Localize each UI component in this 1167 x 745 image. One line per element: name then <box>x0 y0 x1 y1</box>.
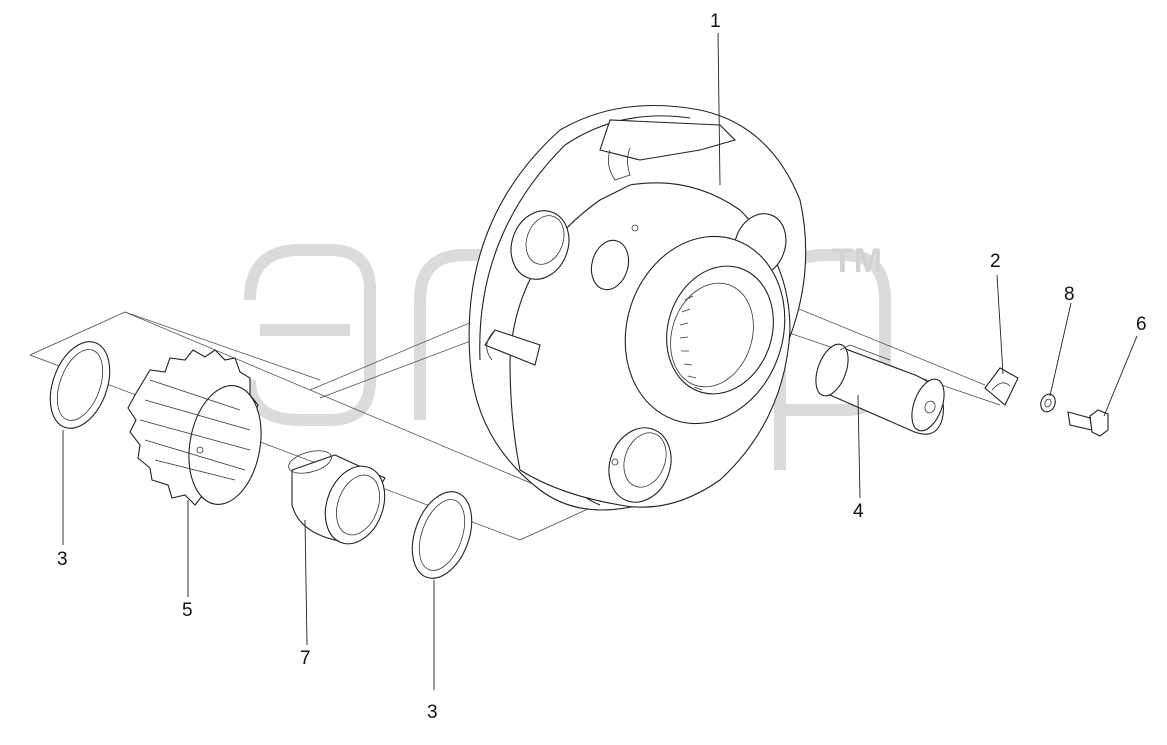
callout-2: 2 <box>990 251 1001 272</box>
planet-carrier <box>468 104 807 511</box>
leader-lines <box>62 32 1138 690</box>
bolt <box>1067 409 1109 437</box>
callout-4: 4 <box>853 501 864 522</box>
watermark-trademark: TM <box>832 242 884 280</box>
callout-3-left: 3 <box>57 549 68 570</box>
lock-plate <box>984 367 1019 406</box>
planet-pin <box>815 343 945 435</box>
callout-3-right: 3 <box>427 702 438 723</box>
thrust-washer-left <box>49 341 111 429</box>
callout-5: 5 <box>182 600 193 621</box>
planet-gear <box>127 349 262 506</box>
callout-1: 1 <box>710 11 721 32</box>
bushing <box>288 450 386 545</box>
callout-8: 8 <box>1064 284 1075 305</box>
callout-6: 6 <box>1136 314 1147 335</box>
callout-7: 7 <box>300 648 311 669</box>
thrust-washer-right <box>411 491 473 579</box>
washer <box>1040 393 1056 413</box>
